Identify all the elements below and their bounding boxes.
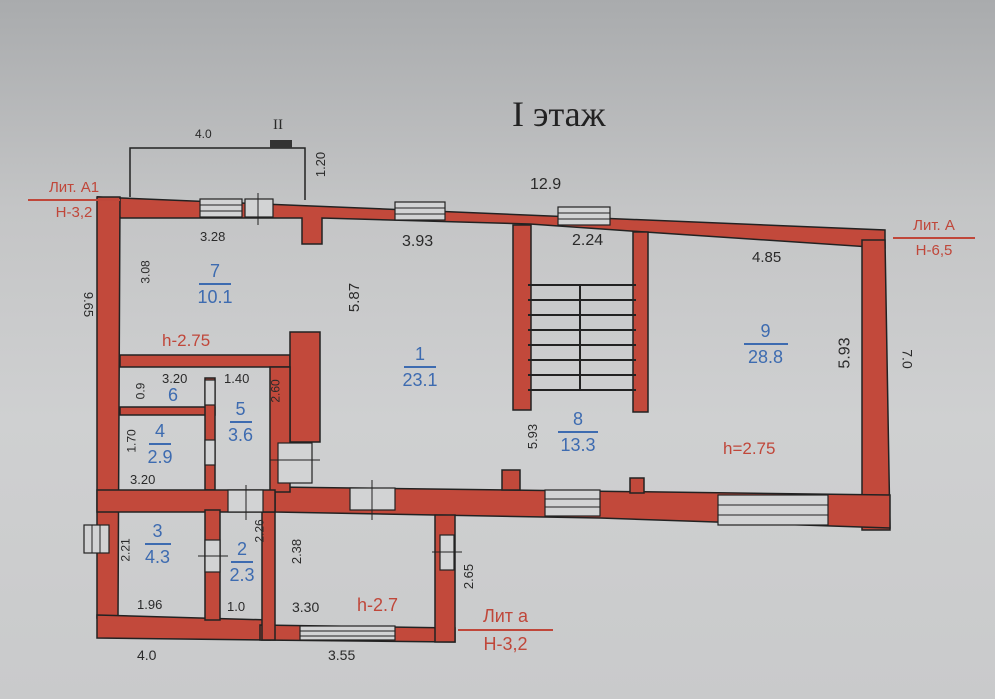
dim-porch-width: 4.0 [195,127,212,141]
wall-stair-left [512,224,532,411]
wall-r1-left [289,331,321,443]
dim-veranda-width: 3.30 [292,599,320,615]
dim-veranda-right: 2.65 [461,563,477,590]
dim-veranda-depth: 2.38 [289,538,305,565]
dim-r2-depth: 2.26 [252,519,267,543]
dim-r7-width: 3.28 [200,229,226,244]
page-title: I этаж [512,94,606,134]
dim-r4-width: 3.20 [130,472,156,487]
wall-left [96,196,121,619]
dim-r6-width: 3.20 [162,371,188,386]
pillar-1 [501,469,521,491]
wall-r6-bottom [119,406,216,416]
room-6: 6 [167,385,178,405]
height-room9: h=2.75 [723,439,776,458]
dim-r9-width: 4.85 [752,249,782,266]
dim-r4-depth: 1.70 [124,429,139,453]
dim-r8-width: 2.24 [572,232,604,249]
wall-bottom-left [96,614,271,641]
wall-r7-bottom [119,354,291,368]
window [199,198,243,218]
dim-r3-width: 1.96 [137,597,163,612]
dim-r6-depth: 0.9 [133,382,148,400]
wall-veranda-right [434,514,456,643]
dim-bottom-left: 4.0 [137,647,157,663]
dim-left-total: 9.65 [81,291,97,318]
dim-porch-depth: 1.20 [313,151,329,178]
window [544,489,601,517]
porch-outline [129,147,306,200]
door [204,439,216,466]
wall-stair-right [632,231,649,413]
window [717,494,829,526]
dim-r1-width: 3.93 [402,233,434,250]
porch-step [270,140,292,148]
dim-r8-depth: 5.93 [525,423,541,450]
dim-r1-depth: 5.87 [346,282,364,313]
dim-r3-depth: 2.21 [118,538,133,562]
wall-right [861,239,891,531]
door [204,379,216,406]
dim-r5-depth: 2.60 [268,379,283,403]
height-veranda: h-2.7 [357,595,399,615]
dim-r5-width: 1.40 [224,371,250,386]
window [83,524,110,554]
dim-right-total: 7.0 [899,349,916,369]
dim-r2-width: 1.0 [227,599,246,614]
staircase [528,284,636,391]
door [277,442,313,484]
window [299,625,396,641]
dim-bottom-right: 3.55 [328,647,356,663]
dim-porch-mark: II [273,117,283,133]
door [244,198,274,218]
window [394,201,446,221]
dim-total-length: 12.9 [530,176,562,193]
pillar-2 [629,477,645,494]
dim-r7-depth: 3.08 [138,260,153,284]
height-room7: h-2.75 [162,331,211,350]
dim-r9-depth: 5.93 [836,337,854,369]
window [557,206,611,226]
